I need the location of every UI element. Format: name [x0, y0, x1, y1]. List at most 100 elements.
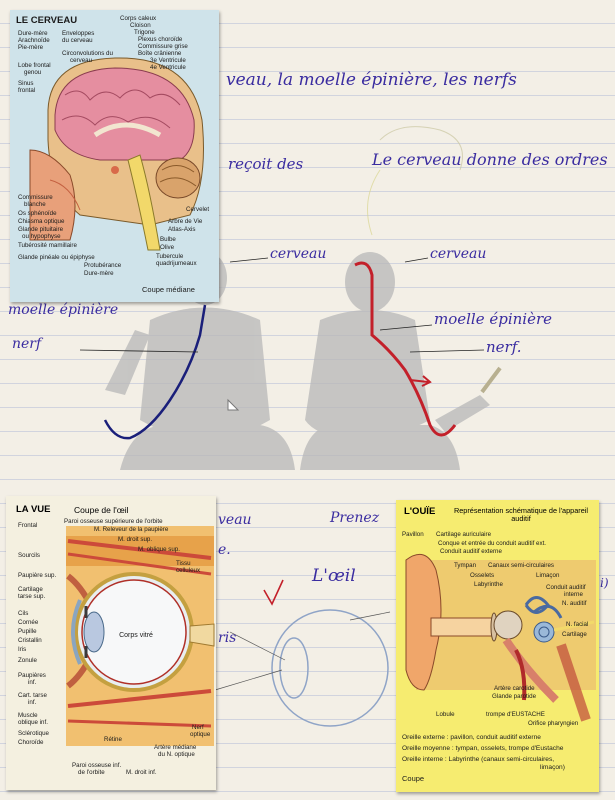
brain-label-3e-ventricule: 3e Ventricule	[150, 57, 186, 64]
eye-label-optique: optique	[190, 731, 211, 738]
ear-label-orifice: Orifice pharyngien	[528, 720, 579, 727]
eye-label-iris: Iris	[18, 646, 27, 653]
brain-label-lobe-frontal: Lobe frontal	[18, 62, 51, 69]
eye-label-releveur: M. Releveur de la paupière	[94, 526, 169, 533]
brain-label-circonvolutions: Circonvolutions du	[62, 50, 113, 57]
brain-label-olive: Olive	[160, 244, 175, 251]
eye-card-subtitle: Coupe de l'œil	[74, 505, 129, 515]
eye-label-celluleux: celluleux	[176, 567, 201, 574]
lower-left-text-2: e.	[218, 542, 231, 558]
brain-label-chiasma: Chiasma optique	[18, 218, 65, 225]
brain-label-cervelet: Cervelet	[186, 206, 210, 213]
eye-label-nerf-optique: du N. optique	[158, 751, 195, 758]
brain-card-subtitle: Coupe médiane	[142, 285, 195, 294]
brain-label-commissure-grise: Commissure grise	[138, 43, 188, 50]
brain-label-frontal: frontal	[18, 87, 36, 94]
eye-label-cils: Cils	[18, 610, 29, 617]
brain-label-cerveau-2: cerveau	[70, 57, 93, 64]
ear-label-canaux: Canaux semi-circulaires	[488, 562, 555, 569]
right-phrase: Le cerveau donne des ordres	[372, 150, 608, 169]
ear-label-pavillon: Pavillon	[402, 531, 424, 538]
eye-label-paroi-sup: Paroi osseuse supérieure de l'orbite	[64, 518, 163, 525]
eye-label-paroi-inf: Paroi osseuse inf.	[72, 762, 122, 769]
brain-label-plexus: Plexus choroïde	[138, 36, 183, 43]
right-edge-mark: i)	[600, 576, 609, 590]
eye-label-droit-sup: M. droit sup.	[118, 536, 153, 543]
left-nerf-label: nerf	[12, 336, 42, 352]
eye-label-orbite: de l'orbite	[78, 769, 105, 776]
brain-label-dure-mere: Dure-mère	[18, 30, 48, 37]
brain-label-arbre-de-vie: Arbre de Vie	[168, 218, 203, 225]
ear-label-tympan: Tympan	[454, 562, 477, 569]
eye-label-frontal: Frontal	[18, 522, 38, 529]
eye-label-nerf: Nerf	[192, 724, 204, 731]
brain-label-corps-caleux: Corps caleux	[120, 15, 157, 22]
brain-label-pie-mere: Pie-mère	[18, 44, 44, 51]
brain-label-enveloppes: Enveloppes	[62, 30, 95, 37]
eye-label-cartilage: Cartilage	[18, 586, 43, 593]
ear-legend-moyenne: Oreille moyenne : tympan, osselets, trom…	[402, 745, 564, 752]
ear-legend-interne-2: limaçon)	[540, 764, 565, 771]
right-cerveau-label: cerveau	[430, 246, 487, 262]
eye-label-pupille: Pupille	[18, 628, 37, 635]
ear-label-osselets: Osselets	[470, 572, 495, 579]
eye-label-tarse-sup: tarse sup.	[18, 593, 46, 600]
brain-label-hypophyse: ou hypophyse	[22, 233, 61, 240]
brain-label-protuberance: Protubérance	[84, 262, 122, 269]
brain-label-tubercule: Tubercule	[156, 253, 184, 260]
ear-label-conduit-interne: Conduit auditif	[546, 584, 586, 591]
lower-left-text: veau	[218, 512, 252, 528]
brain-label-arachnoide: Arachnoïde	[18, 37, 50, 44]
ear-label-n-facial: N. facial	[566, 621, 589, 628]
eye-label-oblique-inf: oblique inf.	[18, 719, 48, 726]
eye-card-title: LA VUE	[16, 504, 51, 515]
eye-illustration	[66, 526, 215, 746]
eye-label-oblique-sup: M. oblique sup.	[138, 546, 180, 553]
eye-label-sclerotique: Sclérotique	[18, 730, 49, 737]
brain-label-blanche: blanche	[24, 201, 46, 208]
brain-label-atlas-axis: Atlas-Axis	[168, 226, 196, 233]
eye-label-cart-tarse: Cart. tarse	[18, 692, 47, 699]
eye-label-zonule: Zonule	[18, 657, 37, 664]
heading-text: veau, la moelle épinière, les nerfs	[226, 70, 517, 90]
ear-legend-interne: Oreille interne : Labyrinthe (canaux sem…	[402, 756, 555, 763]
iris-text: ris	[218, 630, 237, 646]
eye-label-artere-mediane: Artère médiane	[154, 744, 197, 751]
brain-label-quadrijumeaux: quadrijumeaux	[156, 260, 197, 267]
brain-card: LE CERVEAU Dure-mère Arachnoïde Pie-mère…	[10, 10, 219, 302]
ear-label-conque: Conque et entrée du conduit auditif ext.	[438, 540, 547, 547]
brain-label-sinus: Sinus	[18, 80, 34, 87]
brain-label-dure-mere-2: Dure-mère	[84, 270, 114, 277]
eye-label-paupieres-inf: inf.	[28, 679, 37, 686]
ear-label-lobule: Lobule	[436, 711, 455, 718]
ear-label-limacon: Limaçon	[536, 572, 560, 579]
eye-label-retine: Rétine	[104, 736, 122, 743]
brain-label-genou: genou	[24, 69, 42, 76]
right-nerf-label: nerf.	[486, 338, 522, 356]
left-moelle-label: moelle épinière	[8, 302, 119, 318]
brain-label-4e-ventricule: 4e Ventricule	[150, 64, 186, 71]
ear-label-glande-parotide: Glande parotide	[492, 693, 537, 700]
ear-label-interne: interne	[564, 591, 583, 598]
ear-card: L'OUÏE Représentation schématique de l'a…	[396, 500, 599, 792]
brain-label-boite-cranienne: Boîte crânienne	[138, 50, 182, 57]
ear-label-conduit-externe: Conduit auditif externe	[440, 548, 502, 555]
brain-label-glande-pituitaire: Glande pituitaire	[18, 226, 64, 233]
left-phrase: reçoit des	[228, 155, 304, 173]
brain-label-trigone: Trigone	[134, 29, 155, 36]
ear-label-cartilage-auriculaire: Cartilage auriculaire	[436, 531, 492, 538]
eye-label-sourcils: Sourcils	[18, 552, 41, 559]
eye-label-droit-inf: M. droit inf.	[126, 769, 157, 776]
eye-label-tissu: Tissu	[176, 560, 191, 567]
brain-card-title: LE CERVEAU	[16, 15, 78, 26]
eye-label-cornee: Cornée	[18, 619, 39, 626]
eye-label-muscle: Muscle	[18, 712, 38, 719]
eye-label-choroide: Choroïde	[18, 739, 44, 746]
brain-label-os-sphenoide: Os sphénoïde	[18, 210, 57, 217]
eye-label-paupiere-sup: Paupière sup.	[18, 572, 57, 579]
brain-label-cloison: Cloison	[130, 22, 151, 29]
brain-label-du-cerveau: du cerveau	[62, 37, 93, 44]
brain-illustration	[29, 57, 204, 251]
